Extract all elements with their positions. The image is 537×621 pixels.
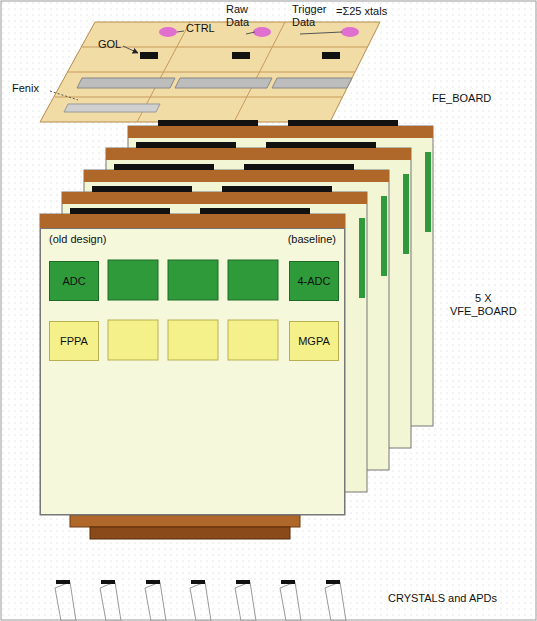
chip-name: FPPA: [60, 335, 88, 348]
adc-chip: 4-ADC: [289, 261, 339, 301]
signal-label: Raw Data: [226, 3, 249, 29]
chip-name: 4-ADC: [297, 275, 330, 288]
adc-chip: ADC: [49, 261, 99, 301]
chip-label: Fenix: [12, 82, 39, 95]
crystals: [55, 580, 346, 621]
amplifier-chip: FPPA: [49, 321, 99, 361]
vfe-board: (old design) (baseline) ADC 4-ADC FPPA MGPA: [40, 228, 345, 515]
part-label: 5 X VFE_BOARD: [450, 292, 517, 318]
chip-name: MGPA: [298, 335, 330, 348]
fe-board: [40, 22, 380, 122]
note-label: =Σ25 xtals: [336, 5, 387, 18]
design-note: (baseline): [288, 233, 336, 246]
signal-label: CTRL: [186, 22, 215, 35]
amplifier-chip: MGPA: [289, 321, 339, 361]
vfe-board-stack: [40, 120, 433, 539]
chip-label: GOL: [98, 38, 121, 51]
part-label: CRYSTALS and APDs: [388, 592, 497, 605]
leader-lines: [50, 31, 342, 100]
signal-label: Trigger Data: [292, 3, 326, 29]
chip-name: ADC: [62, 275, 85, 288]
part-label: FE_BOARD: [432, 92, 491, 105]
design-note: (old design): [49, 233, 106, 246]
